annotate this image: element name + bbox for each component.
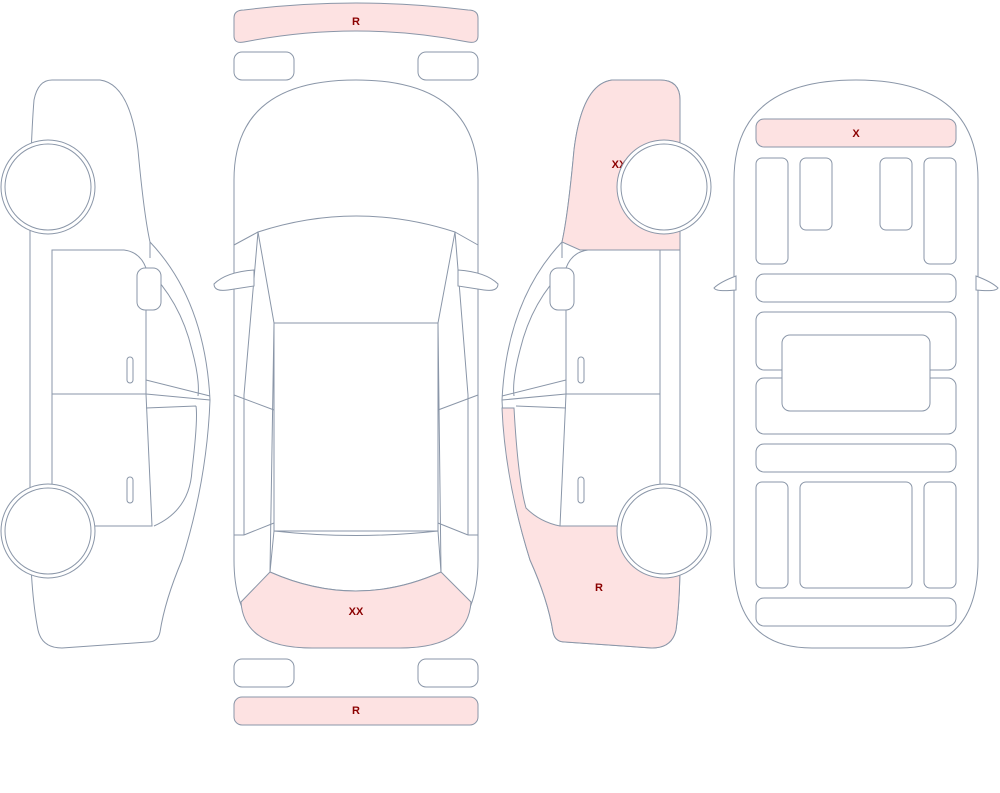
underbody-view: X <box>713 79 999 649</box>
underbody-panel-2[interactable] <box>799 157 833 231</box>
right-rear-wheel-inner <box>620 487 708 575</box>
underbody-front[interactable] <box>755 118 957 148</box>
left-side-view <box>0 79 211 649</box>
top-right-pillars <box>437 231 479 573</box>
underbody-panel-3[interactable] <box>879 157 913 231</box>
right-front-door[interactable] <box>565 249 661 395</box>
right-front-door-handle[interactable] <box>577 356 585 384</box>
left-front-door[interactable] <box>51 249 147 395</box>
right-taillight[interactable] <box>417 658 479 688</box>
left-pillar-line <box>145 242 211 527</box>
underbody-panel-9[interactable] <box>755 443 957 473</box>
top-view: R XX R <box>213 2 499 726</box>
left-front-wheel-outer[interactable] <box>0 139 96 235</box>
right-front-wheel-inner <box>620 143 708 231</box>
left-rear-door-handle[interactable] <box>126 476 134 504</box>
underbody-panel-8[interactable] <box>781 334 931 412</box>
left-taillight[interactable] <box>233 658 295 688</box>
left-front-door-handle[interactable] <box>126 356 134 384</box>
left-front-wheel-inner <box>4 143 92 231</box>
underbody-front-mark: X <box>852 128 860 140</box>
right-side-view: XX R <box>501 79 712 649</box>
right-front-wheel-outer[interactable] <box>616 139 712 235</box>
underbody-panel-5[interactable] <box>755 273 957 303</box>
right-headlight[interactable] <box>417 51 479 81</box>
left-mirror[interactable] <box>136 267 162 311</box>
roof <box>273 322 439 532</box>
right-rear-door[interactable] <box>559 393 661 527</box>
front-section[interactable] <box>240 571 472 649</box>
front-bumper-mark: R <box>352 16 360 28</box>
right-rear-door-handle[interactable] <box>577 476 585 504</box>
left-rear-wheel-outer[interactable] <box>0 483 96 579</box>
rear-bumper-mark: R <box>352 705 360 717</box>
underbody-panel-1[interactable] <box>755 157 789 265</box>
left-headlight[interactable] <box>233 51 295 81</box>
front-section-mark: XX <box>349 606 364 618</box>
underbody-panel-13[interactable] <box>755 597 957 627</box>
front-bumper[interactable] <box>233 2 479 43</box>
right-pillar-line <box>501 242 567 409</box>
left-rear-wheel-inner <box>4 487 92 575</box>
right-rear-wheel-outer[interactable] <box>616 483 712 579</box>
underbody-left-mirror[interactable] <box>713 275 737 292</box>
right-rear-quarter[interactable] <box>501 407 681 649</box>
underbody-panel-11[interactable] <box>799 481 913 589</box>
right-mirror[interactable] <box>549 267 575 311</box>
windshield[interactable] <box>257 215 456 324</box>
underbody-panel-12[interactable] <box>923 481 957 589</box>
top-left-pillars <box>233 231 275 573</box>
rear-bumper[interactable] <box>233 696 479 726</box>
underbody-panel-10[interactable] <box>755 481 789 589</box>
underbody-right-mirror[interactable] <box>975 275 999 292</box>
underbody-panel-4[interactable] <box>923 157 957 265</box>
top-left-mirror[interactable] <box>213 269 255 291</box>
right-rear-quarter-mark: R <box>595 582 603 594</box>
top-right-mirror[interactable] <box>457 269 499 291</box>
